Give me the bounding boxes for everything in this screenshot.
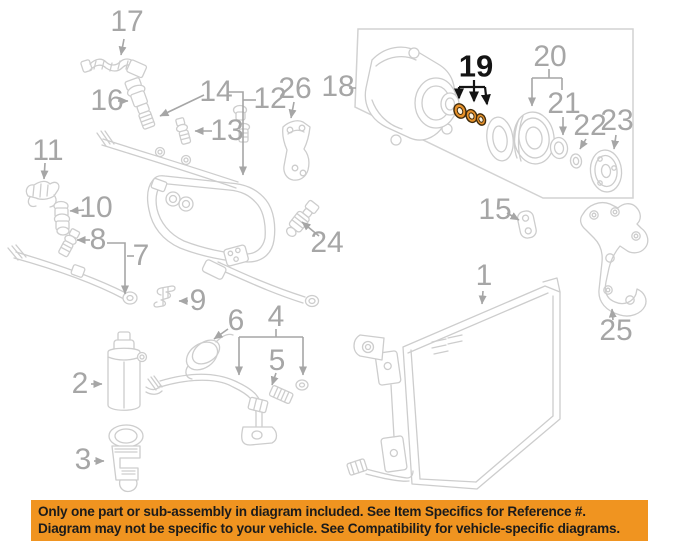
drier-bracket-drawing <box>108 424 144 493</box>
part-label-21: 21 <box>547 87 581 120</box>
notice-line-2: Diagram may not be specific to your vehi… <box>38 520 620 536</box>
sensor-24-drawing <box>285 199 320 237</box>
part-label-14: 14 <box>199 75 233 108</box>
bracket-26-drawing <box>282 120 311 181</box>
notice-banner: Only one part or sub-assembly in diagram… <box>31 500 648 541</box>
part-label-15: 15 <box>478 193 512 226</box>
valve-16-drawing <box>124 77 156 130</box>
condenser-drawing <box>346 277 561 490</box>
part-label-20: 20 <box>533 40 567 73</box>
liquid-line-drawing <box>7 244 138 305</box>
leader-lines <box>40 38 620 465</box>
suction-hose-drawing <box>145 373 309 446</box>
part-label-17: 17 <box>110 5 144 38</box>
compressor-drawing <box>364 46 460 146</box>
fitting-10-drawing <box>53 200 71 236</box>
coil-tube-drawing <box>185 333 234 380</box>
part-label-24: 24 <box>310 226 344 259</box>
notice-line-1: Only one part or sub-assembly in diagram… <box>38 504 586 519</box>
part-label-22: 22 <box>573 109 607 142</box>
part-label-16: 16 <box>90 84 124 117</box>
highlight-arrows-19 <box>454 80 491 106</box>
part-label-3: 3 <box>74 443 92 476</box>
o-ring-seals-highlighted <box>453 103 487 126</box>
part-label-6: 6 <box>227 304 245 337</box>
part-label-11: 11 <box>32 134 64 167</box>
part-label-25: 25 <box>599 314 633 347</box>
part-label-4: 4 <box>267 300 285 333</box>
hose-17-drawing <box>80 58 148 79</box>
part-label-8: 8 <box>89 223 107 256</box>
part-label-2: 2 <box>71 367 89 400</box>
clamp-9-drawing <box>153 285 176 308</box>
part-label-5: 5 <box>268 344 286 377</box>
part-label-23: 23 <box>600 104 634 137</box>
clamp-11-drawing <box>25 180 60 208</box>
mount-flange-drawing <box>516 210 537 239</box>
part-label-7: 7 <box>132 239 150 272</box>
part-label-18: 18 <box>321 70 355 103</box>
part-label-19-highlighted: 19 <box>458 48 494 84</box>
manifold-hose-drawing <box>96 130 320 308</box>
part-label-9: 9 <box>189 284 207 317</box>
receiver-drier-drawing <box>107 331 148 411</box>
part-label-1: 1 <box>475 259 493 292</box>
selection-box <box>354 28 634 199</box>
part-label-12: 12 <box>253 82 287 115</box>
part-label-10: 10 <box>79 191 113 224</box>
part-label-26: 26 <box>278 72 312 105</box>
valve-8-drawing <box>58 228 81 258</box>
clutch-pulley-group <box>486 111 623 193</box>
compressor-bracket-drawing <box>579 201 649 317</box>
part-label-13: 13 <box>210 114 244 147</box>
